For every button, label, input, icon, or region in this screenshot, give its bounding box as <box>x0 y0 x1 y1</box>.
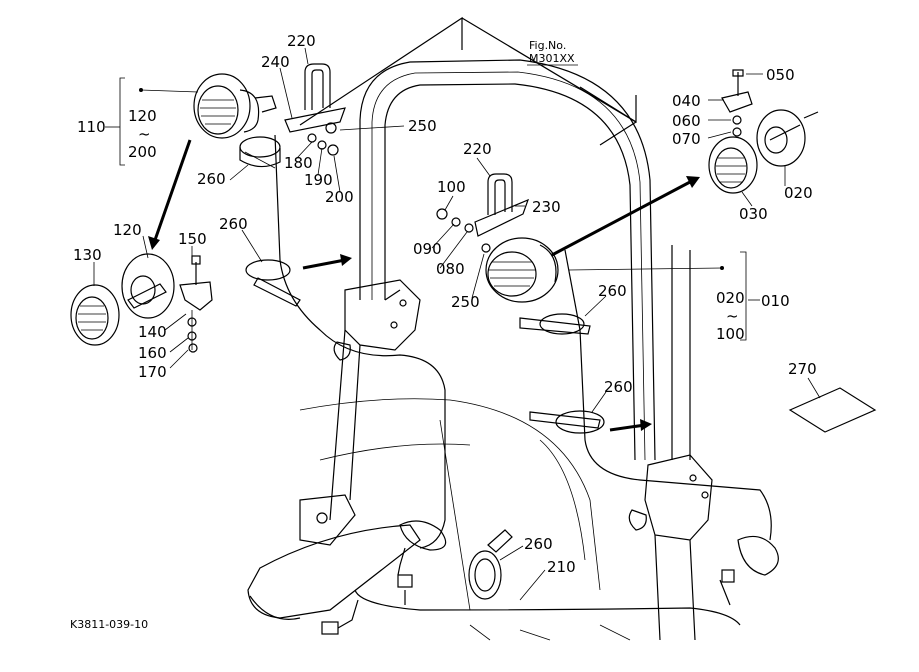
callout-100: 100 <box>437 178 466 196</box>
callout-260-b: 260 <box>219 215 248 233</box>
group-010-end: 100 <box>716 325 745 343</box>
group-110-start: 120 <box>128 107 157 125</box>
callout-220-right: 220 <box>463 140 492 158</box>
callout-130: 130 <box>73 246 102 264</box>
callout-090: 090 <box>413 240 442 258</box>
group-110-tilde: ~ <box>138 125 151 143</box>
callout-060: 060 <box>672 112 701 130</box>
right-main-lamp <box>485 237 559 303</box>
callout-080: 080 <box>436 260 465 278</box>
leader-lines <box>93 47 821 601</box>
figure-number-label: Fig.No. <box>529 39 566 52</box>
drawing-reference: K3811-039-10 <box>70 618 148 631</box>
callout-260-c: 260 <box>598 282 627 300</box>
figure-number-code: M301XX <box>529 52 575 65</box>
callout-230: 230 <box>532 198 561 216</box>
callout-010: 010 <box>761 292 790 310</box>
callout-220-left: 220 <box>287 32 316 50</box>
callout-250-left: 250 <box>408 117 437 135</box>
callout-190: 190 <box>304 171 333 189</box>
callout-210: 210 <box>547 558 576 576</box>
callout-260-d: 260 <box>604 378 633 396</box>
group-010-start: 020 <box>716 289 745 307</box>
wiring-harness <box>274 134 779 635</box>
u-bolt-bracket-left <box>284 63 346 156</box>
assembly-arrows <box>148 139 700 432</box>
left-lamp-lens <box>70 284 120 346</box>
rops-frame <box>247 16 713 641</box>
callout-120: 120 <box>113 221 142 239</box>
callout-140: 140 <box>138 323 167 341</box>
callout-160: 160 <box>138 344 167 362</box>
callout-040: 040 <box>672 92 701 110</box>
callout-050: 050 <box>766 66 795 84</box>
left-lamp-bracket <box>179 255 213 353</box>
cable-ties <box>239 136 605 600</box>
callout-250-right: 250 <box>451 293 480 311</box>
callout-180: 180 <box>284 154 313 172</box>
callout-200: 200 <box>325 188 354 206</box>
upper-right-lamp-parts <box>708 69 819 194</box>
callout-110: 110 <box>77 118 106 136</box>
callout-260-e: 260 <box>524 535 553 553</box>
callout-070: 070 <box>672 130 701 148</box>
callout-170: 170 <box>138 363 167 381</box>
group-010-tilde: ~ <box>726 307 739 325</box>
callout-150: 150 <box>178 230 207 248</box>
callout-labels: 220 240 250 180 190 200 260 260 110 120 … <box>70 32 817 631</box>
u-bolt-bracket-right <box>436 173 530 253</box>
callout-030: 030 <box>739 205 768 223</box>
group-110-end: 200 <box>128 143 157 161</box>
callout-240: 240 <box>261 53 290 71</box>
decal-sheet <box>788 387 877 433</box>
left-upper-lamp <box>193 73 277 139</box>
callout-020: 020 <box>784 184 813 202</box>
left-lower-lamp-body <box>121 253 175 319</box>
callout-260-a: 260 <box>197 170 226 188</box>
callout-270: 270 <box>788 360 817 378</box>
